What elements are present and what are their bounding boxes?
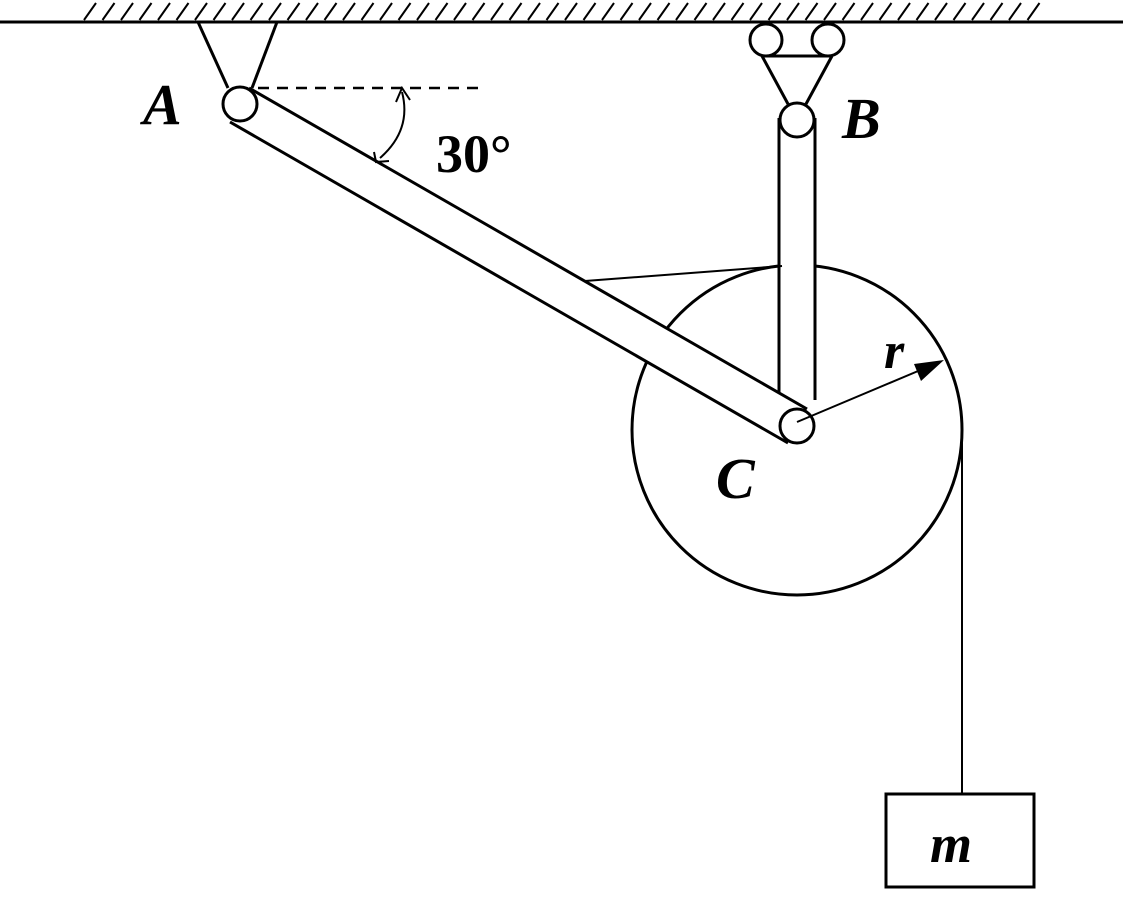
hatch-mark — [786, 2, 800, 21]
ceiling-hatching — [83, 2, 1041, 21]
hatch-mark — [194, 2, 208, 21]
label-c: C — [716, 446, 756, 511]
hatch-mark — [175, 2, 190, 21]
hatch-mark — [101, 2, 116, 21]
hatch-mark — [989, 2, 1004, 21]
radius-arrow — [796, 360, 944, 423]
hatch-mark — [897, 2, 911, 21]
hatch-mark — [249, 2, 264, 21]
bar-ac — [229, 86, 808, 445]
hatch-mark — [656, 2, 671, 21]
hatch-mark — [286, 2, 301, 21]
hatch-mark — [305, 2, 319, 21]
hatch-mark — [638, 2, 652, 21]
hatch-mark — [601, 2, 615, 21]
hatch-mark — [804, 2, 819, 21]
hatch-mark — [545, 2, 560, 21]
label-a: A — [140, 72, 182, 137]
hatch-mark — [712, 2, 726, 21]
hatch-mark — [138, 2, 153, 21]
hatch-mark — [841, 2, 856, 21]
hatch-mark — [749, 2, 763, 21]
hatch-mark — [730, 2, 745, 21]
hatch-mark — [693, 2, 708, 21]
hatch-mark — [564, 2, 578, 21]
pin-a — [221, 85, 259, 123]
angle-arc — [373, 85, 411, 164]
hatch-mark — [268, 2, 282, 21]
hatch-mark — [508, 2, 523, 21]
bar-bc — [777, 118, 817, 430]
pin-b — [778, 101, 816, 139]
hatch-mark — [527, 2, 541, 21]
hatch-mark — [120, 2, 134, 21]
hatch-mark — [582, 2, 597, 21]
hatch-mark — [416, 2, 430, 21]
hatch-mark — [860, 2, 874, 21]
label-mass: m — [930, 814, 972, 874]
hatch-mark — [434, 2, 449, 21]
support-a — [196, 21, 279, 89]
hatch-mark — [323, 2, 338, 21]
hatch-mark — [1026, 2, 1041, 21]
hatch-mark — [471, 2, 486, 21]
hatch-mark — [212, 2, 227, 21]
rope-top — [584, 265, 783, 282]
label-angle: 30° — [436, 124, 512, 184]
label-radius: r — [884, 323, 905, 380]
roller-left — [748, 22, 784, 58]
ceiling — [0, 2, 1123, 24]
hatch-mark — [971, 2, 985, 21]
hatch-mark — [490, 2, 504, 21]
hatch-mark — [1008, 2, 1022, 21]
hatch-mark — [397, 2, 412, 21]
hatch-mark — [231, 2, 245, 21]
hatch-mark — [675, 2, 689, 21]
hatch-mark — [379, 2, 393, 21]
hatch-mark — [619, 2, 634, 21]
hatch-mark — [157, 2, 171, 21]
label-b: B — [841, 86, 881, 151]
hatch-mark — [915, 2, 930, 21]
roller-right — [810, 22, 846, 58]
hatch-mark — [767, 2, 782, 21]
hatch-mark — [952, 2, 967, 21]
hatch-mark — [823, 2, 837, 21]
hatch-mark — [342, 2, 356, 21]
pin-c — [778, 407, 816, 445]
hatch-mark — [878, 2, 893, 21]
hatch-mark — [83, 2, 97, 21]
mass-block — [884, 792, 1036, 889]
hatch-mark — [453, 2, 467, 21]
hatch-mark — [360, 2, 375, 21]
hatch-mark — [934, 2, 948, 21]
support-b — [748, 22, 846, 105]
